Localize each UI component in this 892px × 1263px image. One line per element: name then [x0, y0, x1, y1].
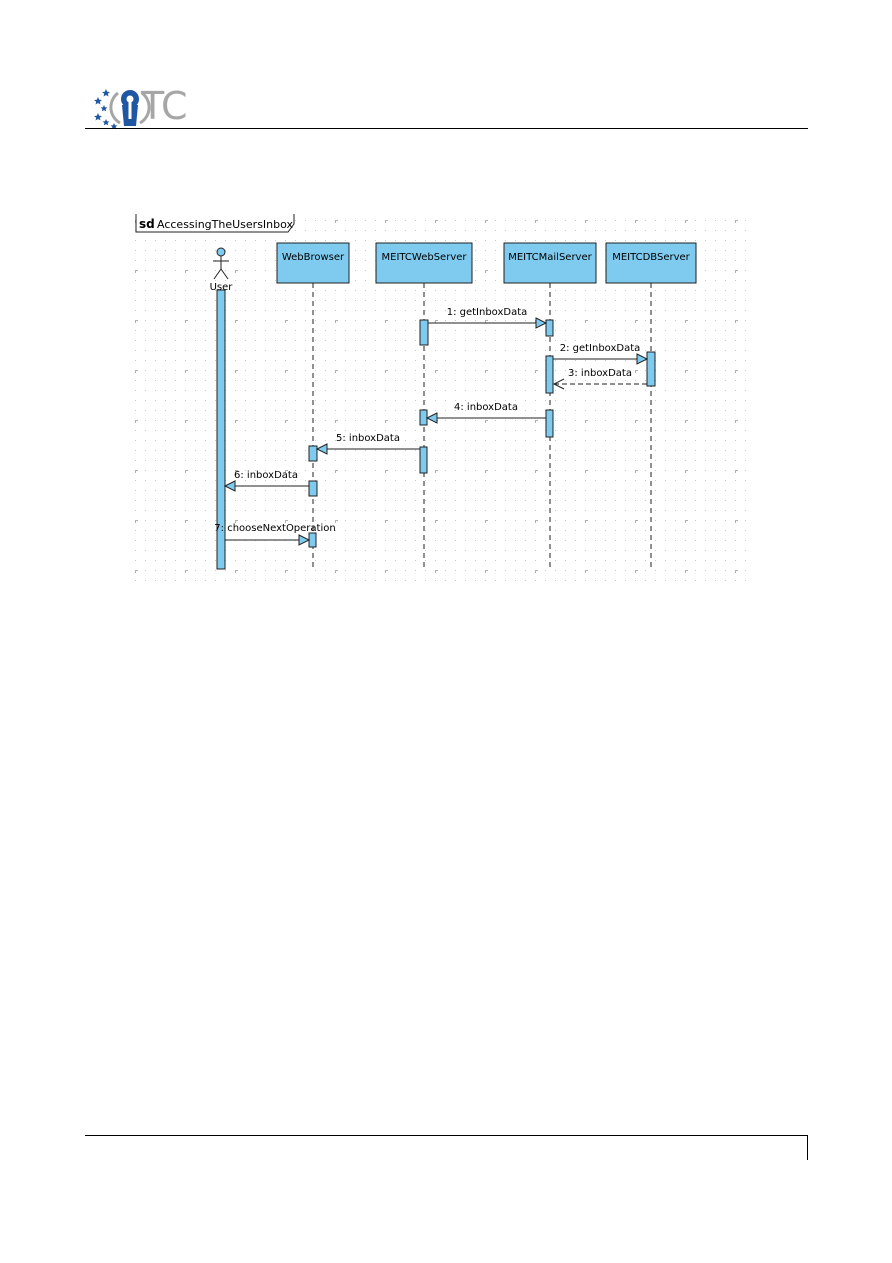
activation-webserver-2 — [419, 409, 428, 426]
lifeline-head-webbrowser: WebBrowser — [276, 242, 350, 284]
itc-logo — [94, 89, 151, 130]
message-label: 6: inboxData — [234, 470, 298, 481]
message-4: 4: inboxData — [425, 402, 546, 424]
message-2: 2: getInboxData — [553, 343, 649, 365]
activation-webserver-3 — [419, 446, 428, 474]
activation-mailserver-3 — [545, 409, 554, 438]
frame-name: AccessingTheUsersInbox — [157, 218, 294, 231]
lifeline-label: WebBrowser — [282, 252, 345, 263]
activation-mailserver-1 — [545, 319, 554, 337]
activation-mailserver-2 — [545, 355, 554, 394]
activation-webbrowser-2 — [308, 480, 318, 497]
activation-webserver-1 — [419, 319, 429, 346]
message-6: 6: inboxData — [223, 470, 309, 492]
lifeline-label: MEITCMailServer — [508, 252, 592, 263]
message-label: 4: inboxData — [454, 402, 518, 413]
message-3: 3: inboxData — [552, 368, 647, 390]
footer-rule — [85, 1135, 808, 1136]
message-label: 7: chooseNextOperation — [214, 523, 335, 534]
lifeline-label: MEITCWebServer — [382, 252, 468, 263]
stick-figure-icon — [213, 247, 229, 280]
lifeline-head-dbserver: MEITCDBServer — [605, 242, 697, 284]
lifeline-head-webserver: MEITCWebServer — [375, 242, 473, 284]
activation-dbserver — [646, 351, 656, 387]
keyhole-icon — [109, 90, 151, 126]
message-label: 1: getInboxData — [447, 307, 528, 318]
lifeline-head-mailserver: MEITCMailServer — [503, 242, 597, 284]
footer-tick — [807, 1135, 808, 1160]
activation-user — [216, 289, 226, 570]
logo-text: TC — [141, 84, 188, 128]
message-1: 1: getInboxData — [428, 307, 548, 329]
message-5: 5: inboxData — [315, 433, 420, 455]
sequence-diagram: sd AccessingTheUsersInbox User WebBrowse… — [135, 214, 750, 587]
message-label: 5: inboxData — [336, 433, 400, 444]
actor-user: User — [210, 247, 234, 293]
message-label: 2: getInboxData — [560, 343, 641, 354]
activation-webbrowser-1 — [308, 445, 318, 462]
star-ring-icon — [94, 89, 118, 130]
message-7: 7: chooseNextOperation — [214, 523, 336, 546]
header-rule — [85, 128, 808, 129]
actor-label: User — [210, 282, 234, 293]
lifeline-label: MEITCDBServer — [612, 252, 690, 263]
message-label: 3: inboxData — [568, 368, 632, 379]
frame-tab: sd AccessingTheUsersInbox — [135, 214, 295, 233]
frame-keyword: sd — [139, 217, 155, 231]
